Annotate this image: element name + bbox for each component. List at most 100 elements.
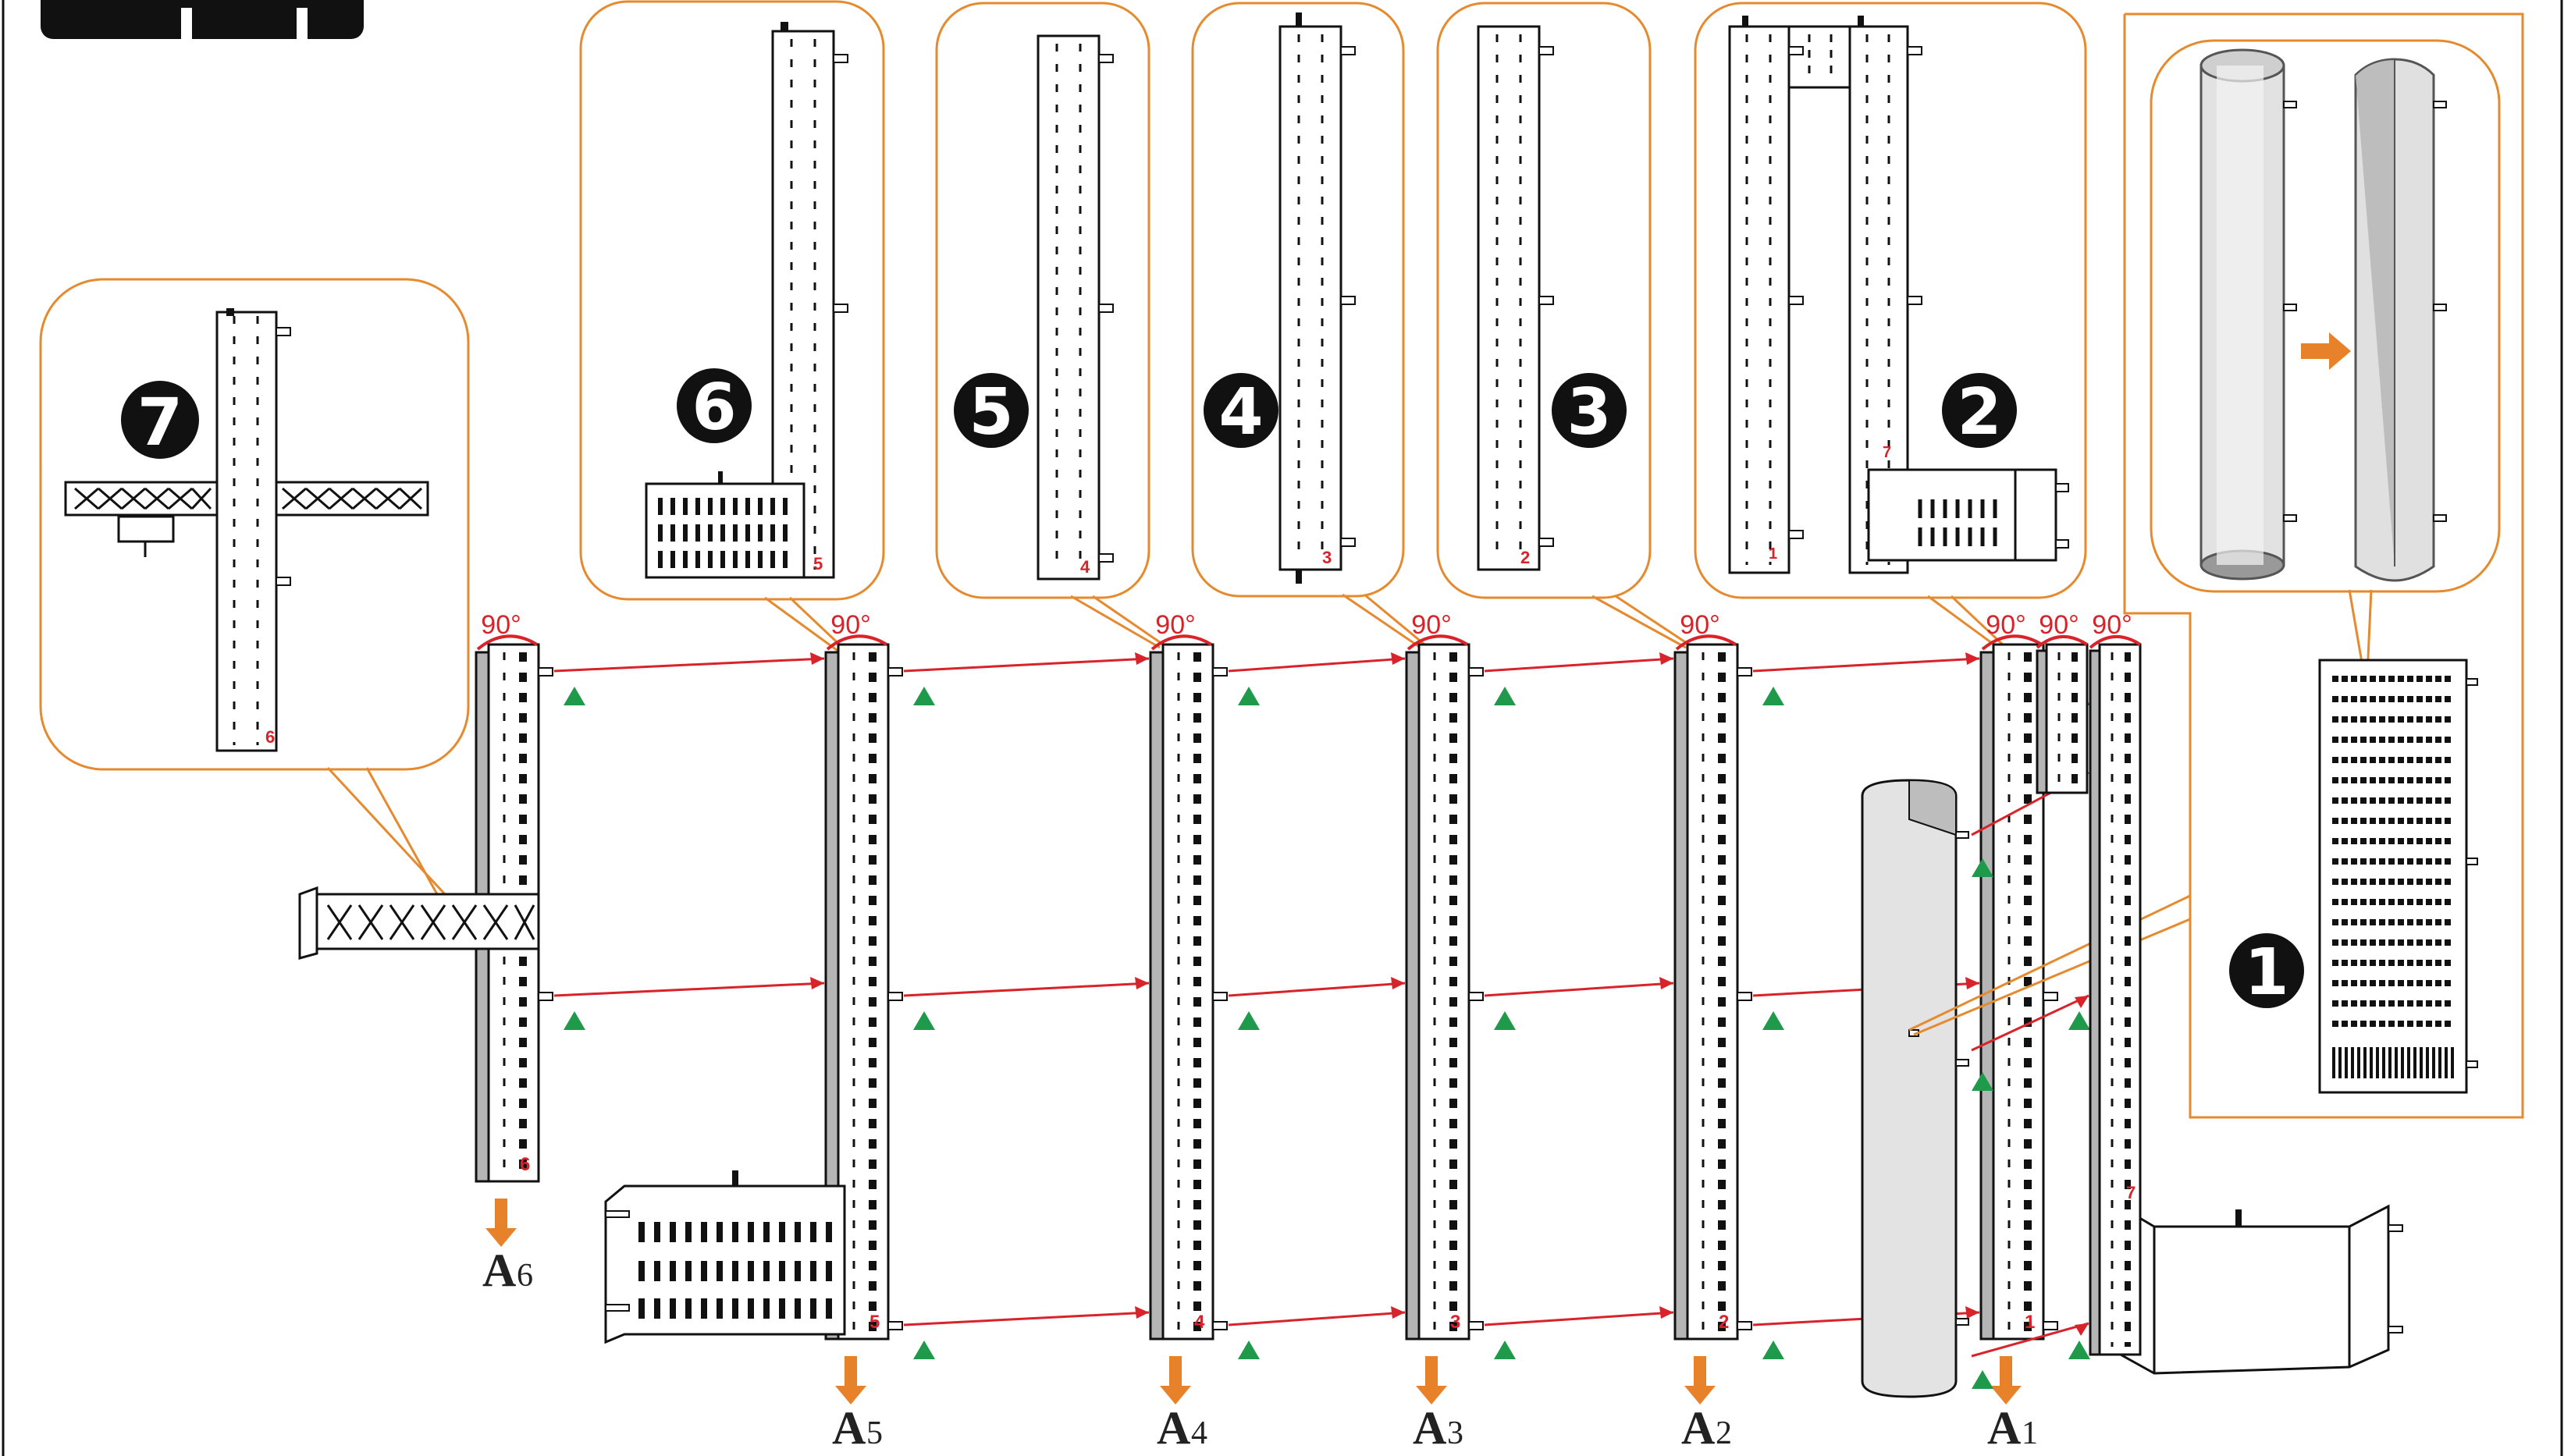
- column-label: A: [1987, 1402, 2021, 1454]
- column-number: 5: [869, 1312, 880, 1333]
- bottom-grille-bracket: [604, 1170, 846, 1344]
- callout-7-part-label: 6: [265, 727, 275, 747]
- green-triangle: [1238, 1011, 1260, 1030]
- down-arrow: [1684, 1356, 1716, 1405]
- down-arrow: [1160, 1356, 1191, 1405]
- column-number: 3: [1450, 1312, 1460, 1333]
- green-triangle: [1494, 1341, 1516, 1359]
- green-triangle: [1762, 1011, 1784, 1030]
- column-label: A: [482, 1245, 516, 1296]
- connection-arrow: [903, 982, 1150, 997]
- green-triangle: [913, 687, 935, 705]
- right-column-2: 90°: [2089, 610, 2142, 1356]
- grille-slots: [2332, 676, 2454, 1078]
- callout-4-part-label: 3: [1322, 548, 1332, 567]
- green-triangle: [2068, 1011, 2090, 1030]
- callout-6-part-label: 5: [813, 554, 823, 574]
- connection-arrow: [1228, 982, 1406, 997]
- callout-2-part-label-b: 7: [1883, 444, 1891, 461]
- angle-label: 90°: [1155, 610, 1195, 640]
- callout-1-number: 1: [2244, 936, 2288, 1010]
- connection-arrow: [1228, 657, 1406, 673]
- connection-arrow: [553, 657, 825, 673]
- callout-7-number: 7: [137, 384, 183, 460]
- green-triangle: [1762, 687, 1784, 705]
- column-number: 4: [1194, 1312, 1205, 1333]
- callout-6-number: 6: [692, 371, 736, 445]
- callout-3: 3 2: [1436, 2, 1695, 649]
- down-arrow: [485, 1199, 517, 1247]
- connection-arrows: [553, 652, 2089, 1389]
- green-triangle: [1238, 1341, 1260, 1359]
- callout-2: 2 1 7: [1694, 2, 2087, 649]
- column-label-sub: 1: [2022, 1415, 2038, 1451]
- column-label-sub: 2: [1716, 1415, 1732, 1451]
- column-number: 7: [2126, 1183, 2135, 1202]
- green-triangle: [1972, 858, 1993, 877]
- down-arrow: [835, 1356, 866, 1405]
- angle-label: 90°: [1680, 610, 1719, 640]
- green-triangle: [913, 1341, 935, 1359]
- callout-1: 1: [2123, 12, 2524, 1119]
- angle-label: 90°: [1411, 610, 1451, 640]
- green-triangle: [1238, 687, 1260, 705]
- column-label-sub: 4: [1191, 1415, 1207, 1451]
- callout-5-part-label: 4: [1080, 557, 1090, 577]
- green-triangle: [913, 1011, 935, 1030]
- green-triangle: [564, 687, 585, 705]
- callout-2-number: 2: [1957, 375, 2001, 449]
- angle-label: 90°: [2092, 610, 2132, 640]
- connection-arrow: [1484, 657, 1674, 673]
- callout-5-number: 5: [969, 375, 1013, 449]
- connection-arrow: [903, 657, 1150, 673]
- tube-shell: [1861, 779, 2191, 1398]
- angle-label: 90°: [830, 610, 870, 640]
- column-label: A: [1681, 1402, 1715, 1454]
- right-column-1: 90°: [2036, 610, 2089, 794]
- column-label-sub: 6: [517, 1258, 533, 1294]
- callout-3-part-label: 2: [1520, 548, 1530, 567]
- column-label: A: [1157, 1402, 1190, 1454]
- green-triangle: [2068, 1341, 2090, 1359]
- connection-arrow: [1971, 1322, 2089, 1358]
- right-column-group: 90° 90° 7: [2036, 610, 2142, 1356]
- down-arrow: [1416, 1356, 1447, 1405]
- green-triangle: [1494, 1011, 1516, 1030]
- connection-arrow: [1484, 1311, 1674, 1326]
- column-number: 1: [2025, 1312, 2035, 1333]
- angle-label: 90°: [1986, 610, 2025, 640]
- connection-arrow: [553, 982, 825, 997]
- green-triangle: [1972, 1072, 1993, 1091]
- column-number: 6: [520, 1154, 530, 1175]
- column-number: 2: [1719, 1312, 1729, 1333]
- column-label: A: [1413, 1402, 1446, 1454]
- callout-2-part-label-a: 1: [1769, 545, 1777, 563]
- u-bracket: [2111, 1199, 2403, 1375]
- callout-6: 6 5: [579, 0, 885, 654]
- connection-arrow: [903, 1311, 1150, 1326]
- column-label: A: [832, 1402, 866, 1454]
- column-label-sub: 5: [866, 1415, 883, 1451]
- angle-label: 90°: [481, 610, 521, 640]
- connection-arrow: [1971, 994, 2089, 1052]
- side-truss-bracket: [298, 886, 540, 960]
- down-arrow: [1990, 1356, 2022, 1405]
- connection-arrow: [1228, 1311, 1406, 1326]
- green-triangle: [564, 1011, 585, 1030]
- connection-arrow: [1752, 657, 1980, 673]
- callout-3-number: 3: [1566, 375, 1611, 449]
- green-triangle: [1762, 1341, 1784, 1359]
- green-triangle: [1494, 687, 1516, 705]
- callout-4: 4 3: [1191, 2, 1429, 649]
- callout-4-number: 4: [1218, 375, 1263, 449]
- angle-label: 90°: [2039, 610, 2079, 640]
- connection-arrow: [1484, 982, 1674, 997]
- green-triangle: [1972, 1370, 1993, 1389]
